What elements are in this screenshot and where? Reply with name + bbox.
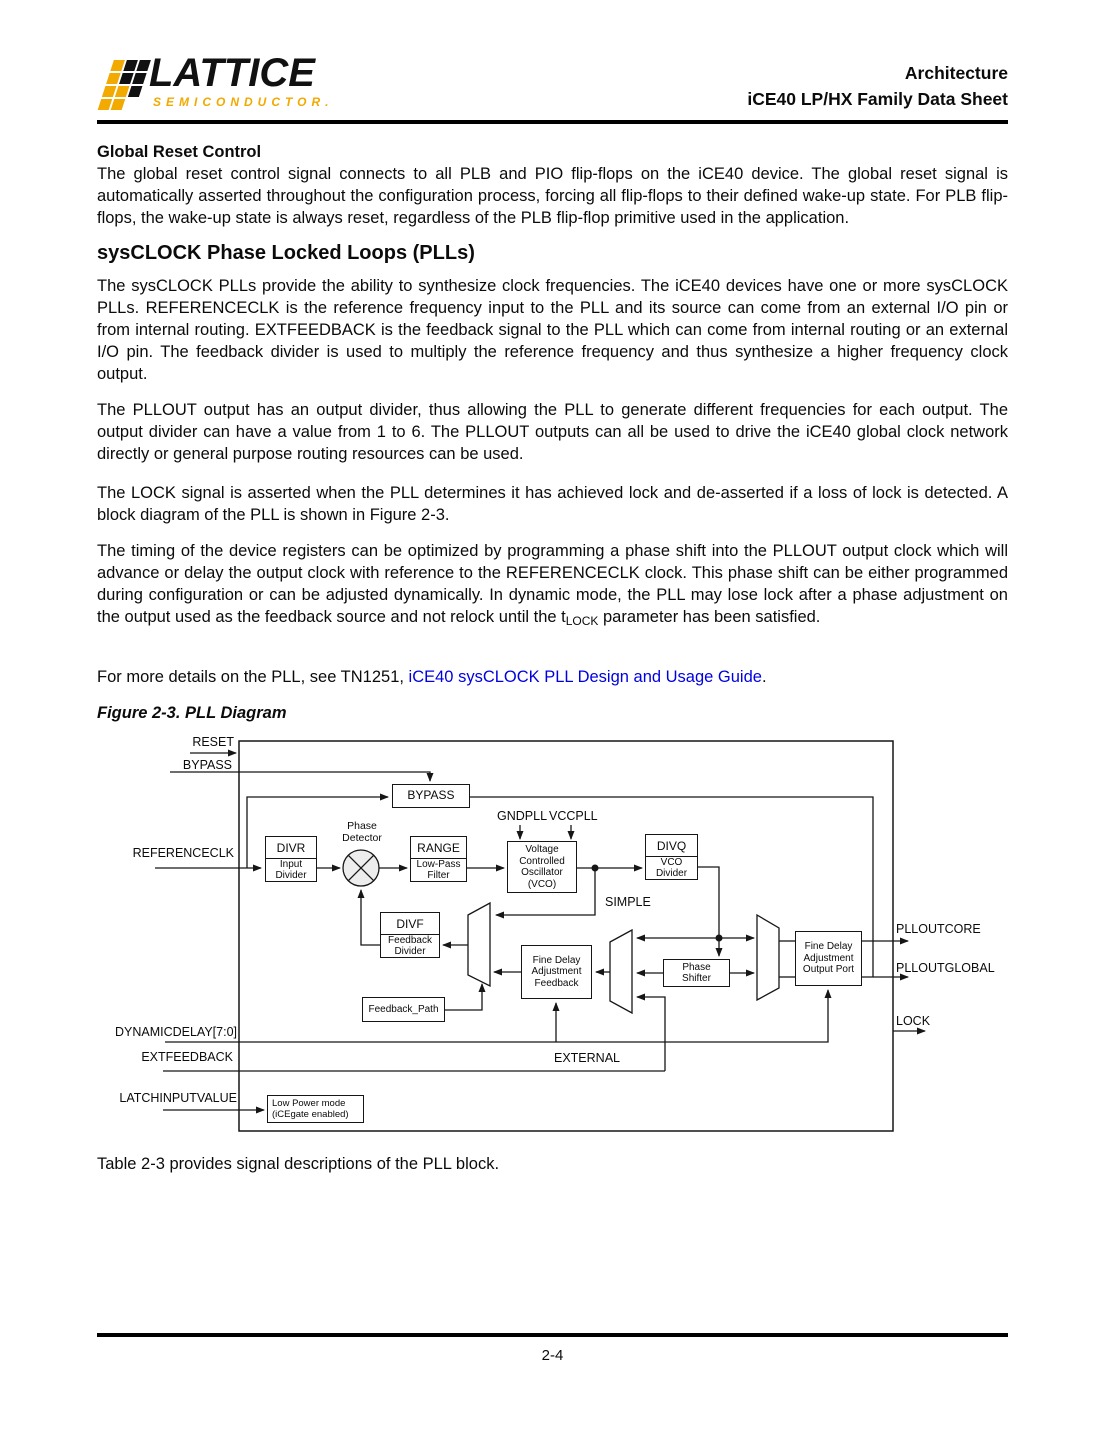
port-label-referenceclk: REFERENCECLK <box>132 846 234 860</box>
phase-shifter-label: Phase Shifter <box>682 961 711 985</box>
divf-subtitle: Feedback Divider <box>388 935 432 957</box>
port-label-reset: RESET <box>192 735 234 749</box>
range-block: RANGE Low-Pass Filter <box>410 836 467 882</box>
more-details-text: For more details on the PLL, see TN1251, <box>97 668 409 686</box>
low-power-label: Low Power mode (iCEgate enabled) <box>272 1098 349 1120</box>
port-label-lock: LOCK <box>896 1014 931 1028</box>
net-label-gndpll: GNDPLL <box>497 809 548 823</box>
timing-paragraph: The timing of the device registers can b… <box>97 540 1008 629</box>
output-select-mux <box>756 913 780 1002</box>
port-label-latchinputvalue: LATCHINPUTVALUE <box>119 1091 237 1105</box>
bypass-block: BYPASS <box>392 784 470 808</box>
table-note: Table 2-3 provides signal descriptions o… <box>97 1155 500 1173</box>
divf-title: DIVF <box>381 913 439 935</box>
document-header: Architecture iCE40 LP/HX Family Data She… <box>747 60 1008 112</box>
divq-subtitle: VCO Divider <box>655 857 688 879</box>
diagram-border <box>238 740 894 1132</box>
timing-text-b: parameter has been satisfied. <box>598 608 821 626</box>
net-label-external: EXTERNAL <box>554 1051 620 1065</box>
vco-block: Voltage Controlled Oscillator (VCO) <box>507 841 577 893</box>
range-title: RANGE <box>411 837 466 859</box>
divr-subtitle: Input Divider <box>275 859 307 881</box>
pll-usage-guide-link[interactable]: iCE40 sysCLOCK PLL Design and Usage Guid… <box>408 668 762 686</box>
fine-delay-feedback-label: Fine Delay Adjustment Feedback <box>531 954 582 989</box>
more-details-paragraph: For more details on the PLL, see TN1251,… <box>97 666 1008 688</box>
vco-label: Voltage Controlled Oscillator (VCO) <box>519 844 565 890</box>
port-label-plloutcore: PLLOUTCORE <box>896 922 981 936</box>
header-rule <box>97 120 1008 124</box>
tlock-subscript: LOCK <box>565 614 599 628</box>
bypass-block-label: BYPASS <box>407 788 455 803</box>
port-label-dynamicdelay: DYNAMICDELAY[7:0] <box>114 1025 237 1039</box>
feedback-path-block: Feedback_Path <box>362 997 445 1022</box>
divq-title: DIVQ <box>646 835 697 857</box>
port-label-plloutglobal: PLLOUTGLOBAL <box>896 961 995 975</box>
phase-detector-label: Phase Detector <box>342 820 382 844</box>
feedback-path-label: Feedback_Path <box>368 1003 439 1015</box>
timing-text-a: The timing of the device registers can b… <box>97 542 1008 626</box>
net-label-simple: SIMPLE <box>605 895 651 909</box>
low-power-block: Low Power mode (iCEgate enabled) <box>267 1095 364 1123</box>
divq-block: DIVQ VCO Divider <box>645 834 698 880</box>
fine-delay-output-label: Fine Delay Adjustment Output Port <box>802 941 855 976</box>
net-label-vccpll: VCCPLL <box>549 809 598 823</box>
syspll-paragraph-1: The sysCLOCK PLLs provide the ability to… <box>97 277 1008 383</box>
range-subtitle: Low-Pass Filter <box>416 859 461 881</box>
divr-block: DIVR Input Divider <box>265 836 317 882</box>
syspll-paragraph-3: The LOCK signal is asserted when the PLL… <box>97 484 1008 524</box>
port-label-bypass: BYPASS <box>182 758 232 772</box>
global-reset-paragraph: The global reset control signal connects… <box>97 165 1008 227</box>
feedback-source-mux <box>609 928 633 1015</box>
page-number: 2-4 <box>541 1347 564 1364</box>
phase-shifter-block: Phase Shifter <box>663 959 730 987</box>
divf-block: DIVF Feedback Divider <box>380 912 440 958</box>
divr-title: DIVR <box>266 837 316 859</box>
syspll-paragraph-2: The PLLOUT output has an output divider,… <box>97 401 1008 463</box>
header-section-title: Architecture <box>904 63 1008 83</box>
more-details-period: . <box>761 668 767 686</box>
fine-delay-output-block: Fine Delay Adjustment Output Port <box>795 931 862 986</box>
figure-caption: Figure 2-3. PLL Diagram <box>97 704 287 722</box>
syspll-heading: sysCLOCK Phase Locked Loops (PLLs) <box>97 242 475 264</box>
footer-rule <box>97 1333 1008 1337</box>
feedback-select-mux <box>467 901 491 988</box>
brand-subtitle: SEMICONDUCTOR. <box>153 95 334 109</box>
fine-delay-feedback-block: Fine Delay Adjustment Feedback <box>521 945 592 999</box>
brand-name: LATTICE <box>149 51 315 95</box>
header-doc-title: iCE40 LP/HX Family Data Sheet <box>747 89 1008 109</box>
port-label-extfeedback: EXTFEEDBACK <box>141 1050 233 1064</box>
global-reset-heading: Global Reset Control <box>97 143 262 161</box>
